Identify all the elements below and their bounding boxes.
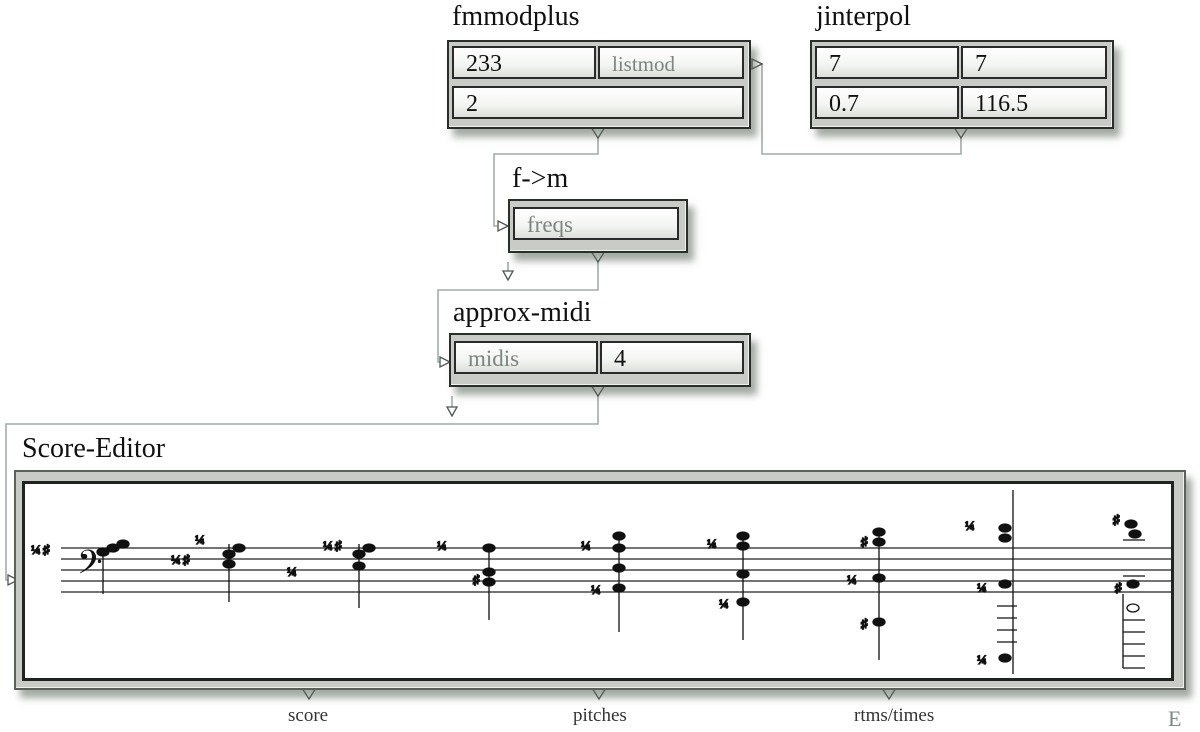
- inlet-arrow-midis: [439, 355, 452, 369]
- output-label-pitches: pitches: [573, 705, 627, 726]
- approxmidi-title: approx-midi: [453, 297, 592, 328]
- jinterpol-input-3[interactable]: 0.7: [815, 86, 959, 119]
- fmmodplus-input-index[interactable]: 2: [452, 86, 744, 119]
- svg-text:¼: ¼: [591, 582, 601, 597]
- chord[interactable]: ¼♯¼: [170, 531, 246, 602]
- chord[interactable]: ♯♯: [1111, 511, 1145, 669]
- svg-text:¼: ¼: [707, 536, 717, 551]
- svg-text:♯: ♯: [42, 542, 50, 557]
- chord[interactable]: ¼¼♯: [286, 537, 376, 608]
- output-label-score: score: [288, 705, 329, 726]
- approxmidi-box[interactable]: midis 4: [449, 333, 751, 387]
- svg-text:♯: ♯: [334, 538, 342, 553]
- svg-text:¼: ¼: [719, 596, 729, 611]
- svg-text:¼: ¼: [977, 652, 987, 667]
- svg-text:¼: ¼: [977, 580, 987, 595]
- svg-text:♯: ♯: [1112, 512, 1120, 527]
- fmmodplus-title: fmmodplus: [452, 1, 580, 32]
- chord[interactable]: ¼¼: [580, 531, 626, 632]
- inlet-arrow-score: [7, 573, 20, 587]
- fmmodplus-box[interactable]: 233 listmod 2: [447, 40, 751, 129]
- chord[interactable]: ¼♯: [30, 539, 130, 594]
- inlet-arrow-fm: [501, 270, 515, 282]
- svg-text:♯: ♯: [860, 534, 868, 549]
- score-editor-title: Score-Editor: [22, 433, 166, 464]
- svg-text:♯: ♯: [1114, 580, 1122, 595]
- svg-text:¼: ¼: [171, 552, 181, 567]
- svg-text:♯: ♯: [182, 552, 190, 567]
- score-notation: 𝄢 ¼♯ ¼♯¼ ¼¼♯ ¼♯: [30, 490, 1171, 674]
- jinterpol-title: jinterpol: [816, 1, 911, 32]
- chord[interactable]: ¼ ♯ ♯: [846, 527, 886, 660]
- svg-text:¼: ¼: [323, 538, 333, 553]
- jinterpol-input-4[interactable]: 116.5: [961, 86, 1107, 119]
- chord[interactable]: ¼ ¼ ¼: [964, 490, 1017, 674]
- jinterpol-box[interactable]: 7 7 0.7 116.5: [810, 40, 1114, 129]
- svg-text:¼: ¼: [31, 542, 41, 557]
- fmmodplus-input-carrier[interactable]: 233: [452, 46, 596, 79]
- svg-text:¼: ¼: [965, 518, 975, 533]
- inlet-arrow-freqs: [497, 219, 510, 233]
- svg-text:¼: ¼: [581, 538, 591, 553]
- inlet-arrow-listmod: [751, 57, 764, 71]
- approxmidi-input-midis[interactable]: midis: [454, 341, 598, 374]
- jinterpol-input-1[interactable]: 7: [815, 46, 959, 79]
- svg-text:¼: ¼: [195, 532, 205, 547]
- chord[interactable]: ¼¼: [706, 531, 750, 640]
- fmmodplus-input-listmod[interactable]: listmod: [598, 46, 744, 79]
- fm-title: f->m: [512, 163, 569, 194]
- approxmidi-input-approx[interactable]: 4: [600, 341, 744, 374]
- output-label-rtms-times: rtms/times: [854, 705, 935, 726]
- jinterpol-input-2[interactable]: 7: [961, 46, 1107, 79]
- svg-text:¼: ¼: [847, 572, 857, 587]
- svg-text:¼: ¼: [437, 538, 447, 553]
- fm-input-freqs[interactable]: freqs: [513, 207, 679, 240]
- inlet-arrow-approx: [445, 406, 459, 418]
- svg-text:♯: ♯: [860, 616, 868, 631]
- fm-box[interactable]: freqs: [508, 199, 688, 253]
- svg-text:¼: ¼: [287, 564, 297, 579]
- chord[interactable]: ¼♯: [436, 537, 496, 620]
- score-editor-corner-label: E: [1168, 706, 1182, 731]
- svg-text:♯: ♯: [472, 572, 480, 587]
